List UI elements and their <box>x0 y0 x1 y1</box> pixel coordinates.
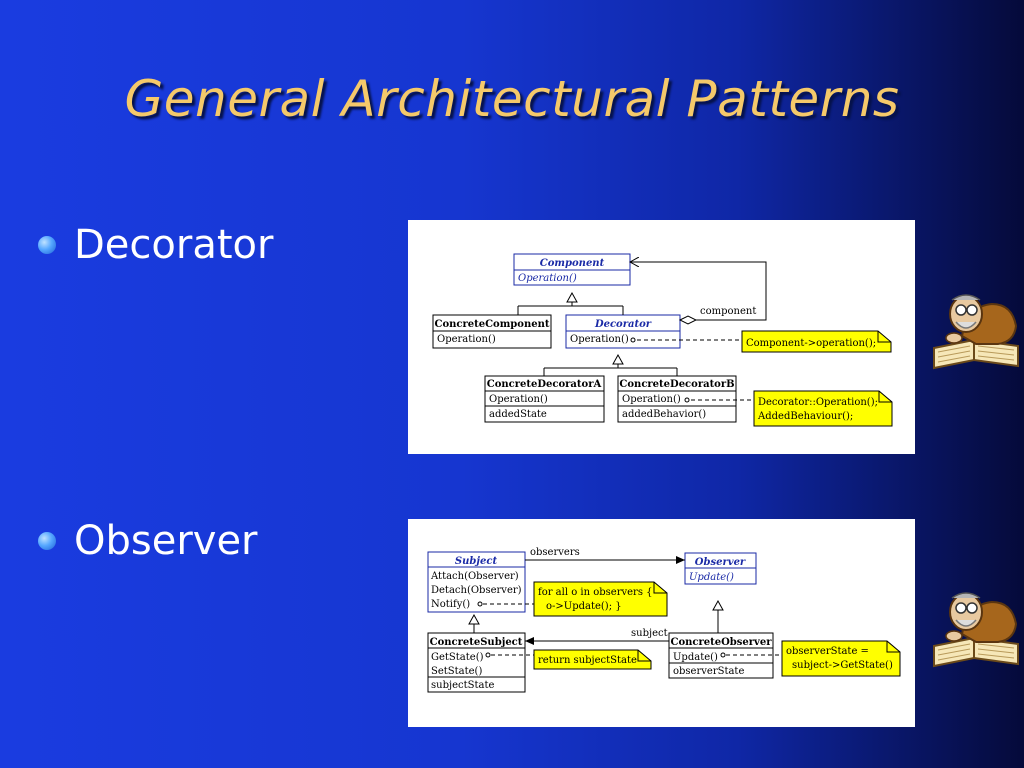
uml-class-subject: Subject Attach(Observer) Detach(Observer… <box>427 551 526 613</box>
class-operation: Operation() <box>437 334 496 345</box>
note-text: return subjectState <box>538 655 637 666</box>
class-name: ConcreteDecoratorB <box>619 379 734 390</box>
aggregation-edge <box>630 262 767 325</box>
class-name: Decorator <box>594 319 652 330</box>
class-name: ConcreteComponent <box>435 319 550 330</box>
class-operation: Operation() <box>518 273 577 284</box>
class-operation: SetState() <box>431 666 482 677</box>
inheritance-edge <box>543 353 678 376</box>
uml-class-decorator: Decorator Operation() <box>565 314 681 349</box>
uml-class-concrete-subject: ConcreteSubject GetState() SetState() su… <box>427 632 526 693</box>
class-operation: Detach(Observer) <box>431 585 522 596</box>
inheritance-edge <box>712 599 724 633</box>
class-operation: Notify() <box>431 599 470 610</box>
bullet-dot-icon <box>38 532 56 550</box>
decorator-diagram: Component Operation() ConcreteComponent … <box>408 220 915 454</box>
association-label: subject <box>631 628 668 639</box>
bullet-dot-icon <box>38 236 56 254</box>
uml-class-component: Component Operation() <box>513 253 631 286</box>
inheritance-edge <box>468 613 480 633</box>
observer-diagram: Subject Attach(Observer) Detach(Observer… <box>408 519 915 727</box>
class-operation: Operation() <box>570 334 629 345</box>
association-label: observers <box>530 547 580 558</box>
class-attribute: addedBehavior() <box>622 409 706 420</box>
note-text: Decorator::Operation(); <box>758 397 878 408</box>
association-label: component <box>700 306 756 317</box>
uml-note: Component->operation(); <box>741 330 892 353</box>
class-attribute: addedState <box>489 409 547 420</box>
reading-professor-icon <box>928 286 1024 378</box>
bullet-observer: Observer <box>38 518 258 564</box>
uml-class-concrete-decorator-b: ConcreteDecoratorB Operation() addedBeha… <box>617 375 737 423</box>
note-text: for all o in observers { <box>538 587 653 598</box>
class-operation: GetState() <box>431 652 484 663</box>
class-attribute: subjectState <box>431 680 494 691</box>
inheritance-edge <box>517 291 624 315</box>
class-operation: Operation() <box>489 394 548 405</box>
slide-title: General Architectural Patterns <box>124 70 900 128</box>
uml-note: observerState = subject->GetState() <box>781 640 901 677</box>
note-text: AddedBehaviour(); <box>757 411 853 422</box>
reading-professor-icon <box>928 584 1024 676</box>
uml-note: Decorator::Operation(); AddedBehaviour()… <box>753 390 893 427</box>
note-text: subject->GetState() <box>792 660 893 671</box>
note-text: o->Update(); } <box>546 601 622 612</box>
bullet-label: Observer <box>74 518 258 564</box>
uml-note: for all o in observers { o->Update(); } <box>533 581 668 617</box>
bullet-label: Decorator <box>74 222 274 268</box>
bullet-decorator: Decorator <box>38 222 273 268</box>
class-attribute: observerState <box>673 666 744 677</box>
class-name: Subject <box>455 556 498 567</box>
class-name: Component <box>540 258 605 269</box>
uml-class-concrete-decorator-a: ConcreteDecoratorA Operation() addedStat… <box>484 375 605 423</box>
uml-class-concrete-component: ConcreteComponent Operation() <box>432 314 552 349</box>
class-name: ConcreteObserver <box>670 637 772 648</box>
note-text: Component->operation(); <box>746 338 876 349</box>
note-text: observerState = <box>786 646 869 657</box>
uml-class-observer: Observer Update() <box>684 552 757 585</box>
class-operation: Operation() <box>622 394 681 405</box>
class-operation: Update() <box>689 572 734 583</box>
class-operation: Update() <box>673 652 718 663</box>
class-operation: Attach(Observer) <box>430 571 519 582</box>
class-name: ConcreteSubject <box>430 637 523 648</box>
uml-note: return subjectState <box>533 649 652 670</box>
class-name: ConcreteDecoratorA <box>487 379 602 390</box>
class-name: Observer <box>695 557 746 568</box>
